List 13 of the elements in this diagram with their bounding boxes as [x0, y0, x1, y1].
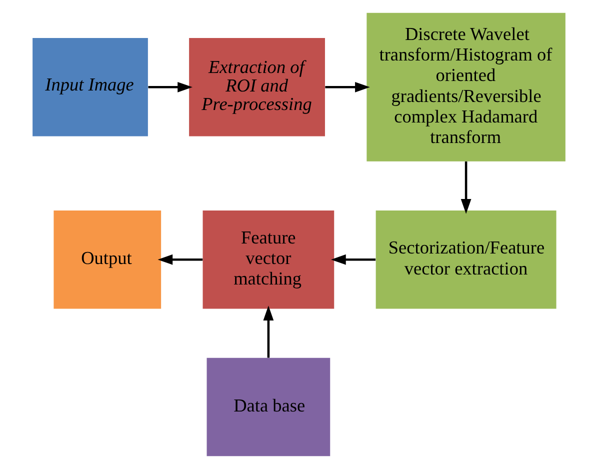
node-box: Feature vector matching	[202, 210, 334, 309]
arrow	[330, 254, 376, 265]
arrow	[324, 82, 370, 92]
node-box: Output	[53, 210, 161, 309]
arrow	[262, 306, 274, 358]
arrow	[148, 82, 192, 92]
node-box: Input Image	[32, 38, 148, 136]
arrow	[460, 161, 471, 214]
node-box: Data base	[206, 358, 330, 456]
arrow	[157, 254, 202, 265]
node-box: Sectorization/Feature vector extraction	[375, 210, 556, 309]
node-box: Extraction of ROI and Pre-processing	[188, 38, 324, 136]
node-box: Discrete Wavelet transform/Histogram of oriented gradients/Reversible complex Hadamard transform	[366, 12, 565, 162]
